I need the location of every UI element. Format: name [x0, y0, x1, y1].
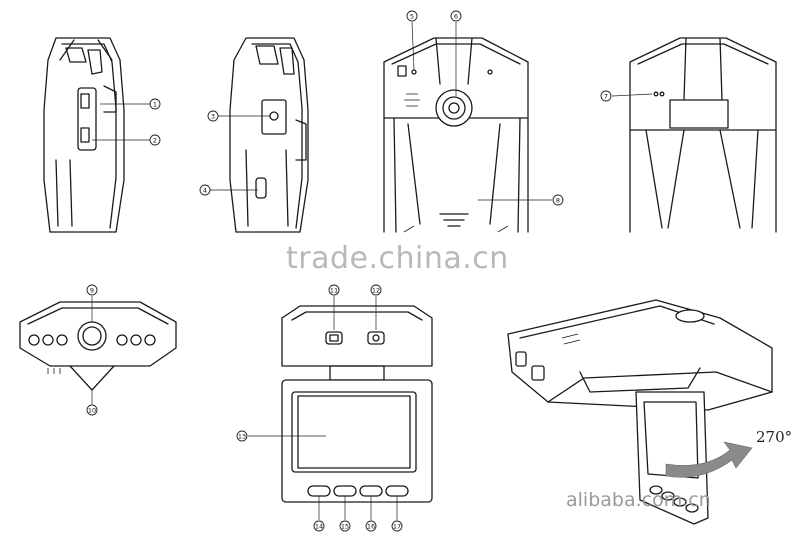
svg-text:1: 1 [153, 100, 157, 108]
svg-text:6: 6 [454, 12, 458, 20]
callout-14: 14 [313, 520, 325, 532]
svg-text:3: 3 [211, 112, 215, 120]
svg-text:13: 13 [238, 432, 246, 440]
callout-6: 6 [450, 10, 462, 22]
callout-15: 15 [339, 520, 351, 532]
callout-4: 4 [199, 184, 211, 196]
top-view [19, 301, 177, 391]
watermark-center: trade.china.cn [286, 241, 509, 276]
svg-text:5: 5 [410, 12, 414, 20]
svg-text:17: 17 [393, 522, 401, 530]
back-view [629, 37, 777, 233]
front-view [383, 37, 529, 233]
svg-text:14: 14 [315, 522, 323, 530]
svg-text:11: 11 [330, 286, 338, 294]
svg-text:15: 15 [341, 522, 349, 530]
side-view-left [43, 37, 125, 233]
callout-7: 7 [600, 90, 612, 102]
svg-text:8: 8 [556, 196, 560, 204]
svg-text:9: 9 [90, 286, 94, 294]
callout-10: 10 [86, 404, 98, 416]
callout-11: 11 [328, 284, 340, 296]
svg-text:7: 7 [604, 92, 608, 100]
rotation-angle-label: 270° [756, 428, 792, 446]
callout-8: 8 [552, 194, 564, 206]
svg-text:12: 12 [372, 286, 380, 294]
perspective-view [507, 299, 773, 525]
callout-9: 9 [86, 284, 98, 296]
rotation-arrow-icon [665, 441, 753, 478]
callout-5: 5 [406, 10, 418, 22]
callout-13: 13 [236, 430, 248, 442]
callout-17: 17 [391, 520, 403, 532]
svg-text:4: 4 [203, 186, 207, 194]
callout-leaders [91, 21, 653, 520]
svg-text:2: 2 [153, 136, 157, 144]
callout-2: 2 [149, 134, 161, 146]
callout-16: 16 [365, 520, 377, 532]
callout-3: 3 [207, 110, 219, 122]
callout-12: 12 [370, 284, 382, 296]
svg-text:10: 10 [88, 406, 96, 414]
screen-view [281, 305, 433, 503]
callout-1: 1 [149, 98, 161, 110]
watermark-bottom-right: alibaba.com.cn [566, 489, 711, 511]
svg-text:16: 16 [367, 522, 375, 530]
side-view-right [229, 37, 309, 233]
